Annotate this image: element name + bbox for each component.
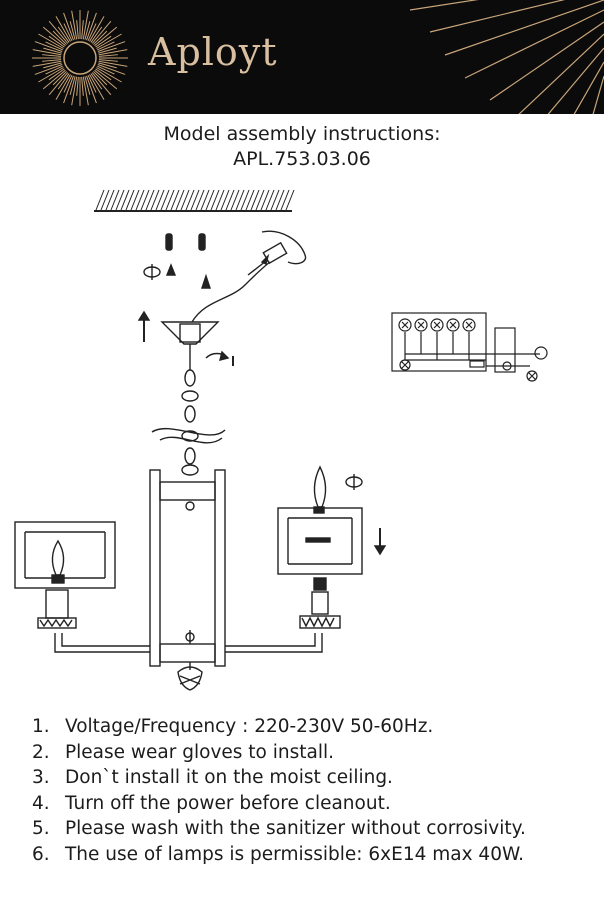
up-arrow-icon (137, 310, 151, 342)
sunburst-logo-icon (32, 10, 128, 106)
ceiling-canopy (160, 321, 220, 370)
list-item: 4.Turn off the power before cleanout. (32, 792, 391, 814)
wiring-diagram-icon (391, 312, 548, 382)
decorative-rays (409, 0, 604, 114)
down-arrow-icon (373, 528, 387, 556)
rotate-icon (143, 264, 161, 280)
instruction-list: 1.Voltage/Frequency : 220-230V 50-60Hz. … (32, 714, 526, 868)
central-frame (149, 469, 226, 691)
title-line-1: Model assembly instructions: (163, 123, 441, 145)
supply-wire (191, 230, 307, 323)
right-lampshade (277, 465, 363, 629)
list-item: 5.Please wash with the sanitizer without… (32, 818, 526, 840)
chandelier-assembly-diagram (14, 189, 548, 691)
header-banner: Aployt (0, 0, 604, 114)
list-item: 6.The use of lamps is permissible: 6xE14… (32, 843, 525, 865)
list-item: 2.Please wear gloves to install. (32, 741, 335, 763)
model-number: APL.753.03.06 (233, 148, 371, 170)
list-item: 3.Don`t install it on the moist ceiling. (32, 767, 393, 789)
nut-icon (205, 350, 234, 366)
list-item: 1.Voltage/Frequency : 220-230V 50-60Hz. (32, 716, 434, 737)
chain (151, 369, 226, 476)
document-title: Model assembly instructions: APL.753.03.… (0, 122, 604, 172)
brand-logo-text: Aployt (148, 30, 278, 74)
screw-icon (165, 233, 211, 289)
ceiling-hatch (94, 189, 295, 212)
left-lampshade (14, 521, 116, 629)
banner-rays (32, 0, 604, 114)
rotate-icon-right (345, 474, 363, 490)
chandelier-arms (54, 633, 323, 653)
